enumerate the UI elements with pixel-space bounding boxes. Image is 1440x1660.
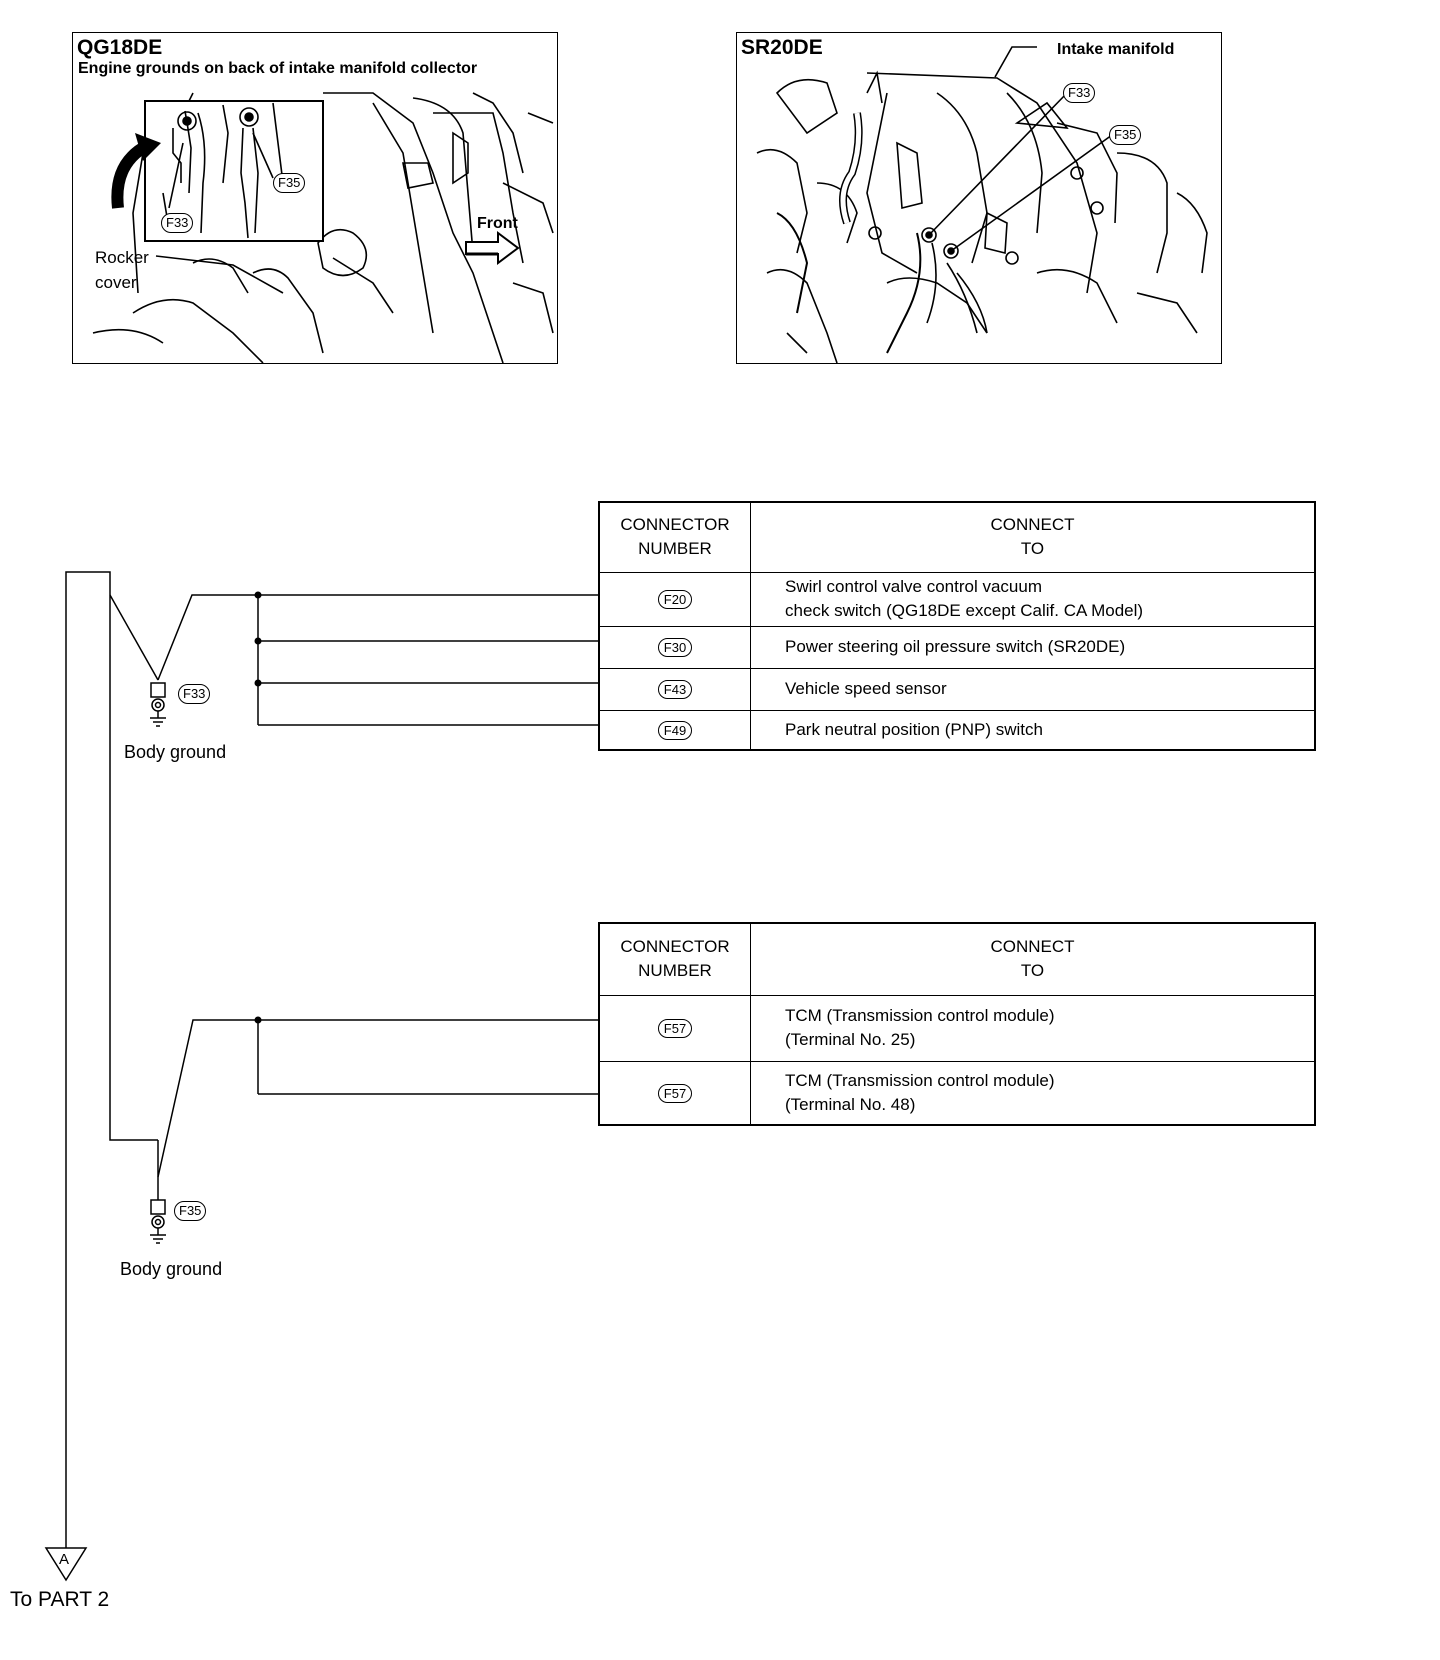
table1-header-connect-to: CONNECT TO	[750, 501, 1316, 573]
table-row: F30 Power steering oil pressure switch (…	[598, 625, 1316, 669]
qg18de-title: QG18DE	[77, 36, 163, 59]
row-desc-line1: Swirl control valve control vacuum	[785, 577, 1042, 596]
sr20de-tag-f35: F35	[1109, 125, 1142, 145]
connector-badge: F43	[657, 680, 693, 699]
connector-badge: F49	[657, 720, 693, 740]
table1-header-connector-number: CONNECTOR NUMBER	[598, 501, 751, 573]
row-desc-line2: check switch (QG18DE except Calif. CA Mo…	[785, 601, 1144, 620]
ground-label-f35: Body ground	[120, 1259, 223, 1279]
sr20de-title: SR20DE	[741, 36, 823, 59]
ground-symbol-f35	[150, 1199, 166, 1244]
table-row: F43 Vehicle speed sensor	[598, 667, 1316, 711]
ground-label-f33: Body ground	[124, 742, 227, 762]
table2-header-connect-to: CONNECT TO	[750, 922, 1316, 996]
qg18de-cover-label: cover	[95, 273, 137, 292]
row-desc-line1: TCM (Transmission control module)	[785, 1006, 1055, 1025]
qg18de-engine-drawing	[92, 92, 554, 363]
connector-badge: F20	[657, 590, 693, 609]
qg18de-subtitle: Engine grounds on back of intake manifol…	[78, 60, 478, 77]
table-row: F49 Park neutral position (PNP) switch	[598, 709, 1316, 751]
row-desc-line2: (Terminal No. 48)	[785, 1094, 916, 1114]
sr20de-manifold-label: Intake manifold	[1057, 41, 1175, 58]
connector-table-f33: CONNECTOR NUMBER CONNECT TO F20 Swirl co…	[598, 501, 1316, 751]
table-row: F20 Swirl control valve control vacuum ch…	[598, 571, 1316, 627]
f33-wire-right	[157, 594, 258, 681]
sr20de-tag-f33: F33	[1063, 83, 1096, 103]
row-desc-line1: Park neutral position (PNP) switch	[785, 719, 1043, 739]
row-desc-line1: Power steering oil pressure switch (SR20…	[785, 637, 1126, 656]
qg18de-tag-f33: F33	[161, 213, 194, 233]
table2-header-connector-number: CONNECTOR NUMBER	[598, 922, 751, 996]
connector-badge: F57	[657, 1019, 693, 1038]
connector-badge: F30	[657, 638, 693, 657]
qg18de-rocker-label: Rocker	[95, 248, 149, 267]
table-row: F57 TCM (Transmission control module) (Te…	[598, 994, 1316, 1062]
offpage-letter: A	[59, 1551, 70, 1568]
sr20de-engine-drawing	[756, 46, 1208, 363]
sr20de-illustration-panel: SR20DE Intake manifold F33 F35	[736, 32, 1222, 364]
qg18de-tag-f35: F35	[273, 173, 306, 193]
row-desc-line2: (Terminal No. 25)	[785, 1030, 916, 1049]
ground-symbol-f33	[150, 682, 166, 727]
row-desc-line1: TCM (Transmission control module)	[785, 1070, 1055, 1090]
trunk-wire	[65, 571, 158, 1548]
qg18de-front-label: Front	[477, 215, 518, 232]
offpage-label: To PART 2	[10, 1588, 110, 1611]
qg18de-illustration-panel: QG18DE Engine grounds on back of intake …	[72, 32, 558, 364]
f33-wire-left	[109, 594, 159, 681]
row-desc-line1: Vehicle speed sensor	[785, 679, 947, 698]
offpage-triangle	[44, 1547, 88, 1582]
f35-wire	[157, 1019, 258, 1178]
connector-badge: F57	[657, 1083, 693, 1103]
ground-tag-f35: F35	[174, 1201, 207, 1221]
connector-table-f35: CONNECTOR NUMBER CONNECT TO F57 TCM (Tra…	[598, 922, 1316, 1126]
ground-tag-f33: F33	[178, 684, 211, 704]
table-row: F57 TCM (Transmission control module) (Te…	[598, 1060, 1316, 1126]
